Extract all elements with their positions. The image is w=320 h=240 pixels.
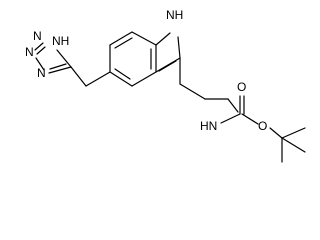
tetrazole-ring (34, 42, 72, 74)
tetrazole-n3-label: N (37, 66, 46, 80)
tert-butyl-group (269, 127, 306, 163)
methylene-linker (70, 66, 111, 87)
carbonyl-oxygen-label: O (237, 80, 246, 94)
tetrazole-n1-label: N (33, 29, 42, 43)
tetrazole-nh-label: NH (52, 34, 69, 48)
molecule-canvas: NH NH N N N HN O O (25, 8, 306, 163)
ethyl-chain (179, 57, 239, 113)
ester-oxygen-label: O (258, 119, 267, 133)
carbamate-group (220, 95, 259, 125)
indole-benzene-ring (109, 31, 157, 87)
structure-diagram: NH NH N N N HN O O (25, 8, 306, 163)
tetrazole-n2-label: N (25, 45, 34, 59)
indole-pyrrole-ring (155, 32, 181, 73)
indole-nh-label: NH (166, 8, 183, 22)
carbamate-nh-label: HN (200, 119, 217, 133)
